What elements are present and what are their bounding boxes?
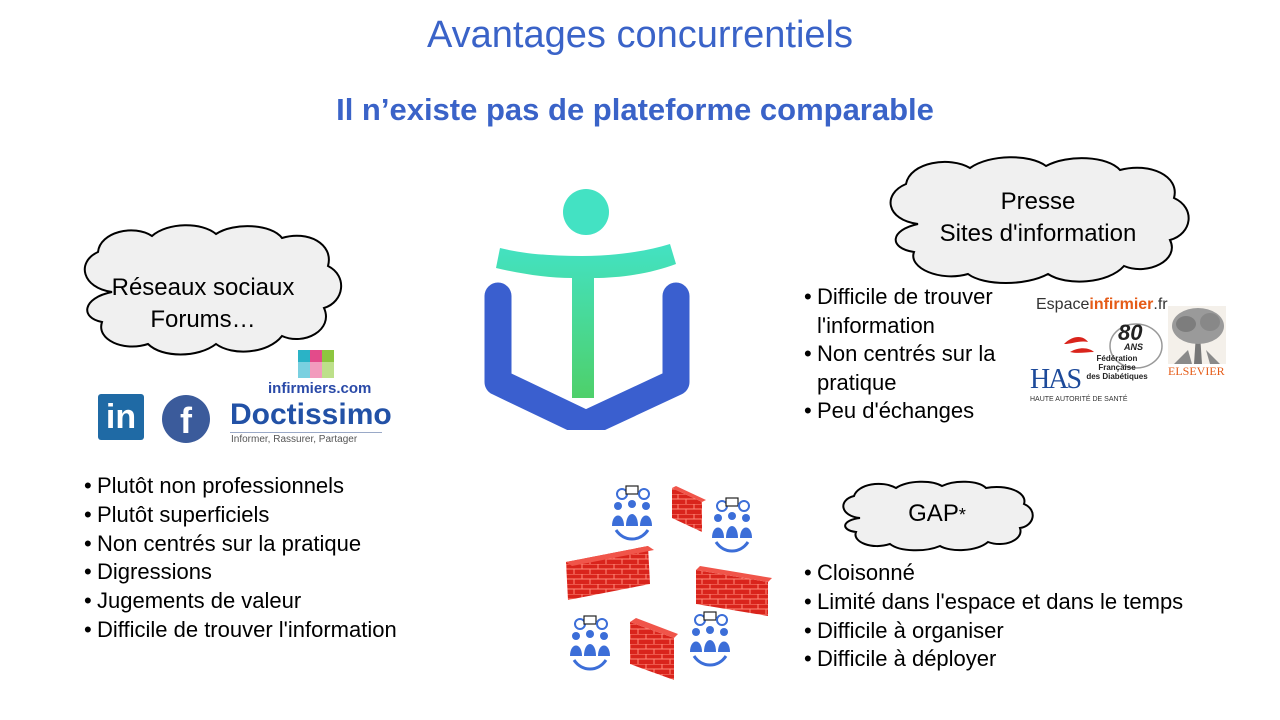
infirmiers-logo: infirmiers.com	[268, 380, 372, 397]
gap-marker: *	[958, 505, 966, 525]
list-item-continuation-text: pratique	[817, 369, 897, 395]
doctissimo-tagline: Informer, Rassurer, Partager	[231, 434, 358, 445]
cloud-right-text: Presse Sites d'information	[888, 186, 1188, 250]
espaceinfirmier-logo: Espaceinfirmier.fr	[1036, 296, 1168, 314]
brick-wall-icon	[566, 546, 654, 600]
cloud-left-line1: Réseaux sociaux	[111, 274, 295, 301]
brick-wall-icon	[696, 566, 772, 616]
facebook-icon: f	[162, 395, 210, 443]
cloud-left-line2: Forums…	[150, 306, 256, 333]
list-item: Non centrés sur la	[804, 340, 996, 369]
list-item: Non centrés sur la pratique	[84, 530, 397, 559]
ffd-ans: ANS	[1124, 342, 1144, 352]
infirmier-word: infirmier	[1089, 296, 1154, 313]
list-item: Cloisonné	[804, 559, 1183, 588]
ffd-name-line2: des Diabétiques	[1086, 372, 1148, 381]
espace-word: Espace	[1036, 296, 1090, 313]
ffd-number: 80	[1118, 320, 1143, 345]
list-item-continuation-text: l'information	[817, 312, 935, 338]
has-fullname: HAUTE AUTORITÉ DE SANTÉ	[1030, 396, 1128, 403]
facebook-icon-label: f	[180, 400, 192, 441]
list-item: Plutôt non professionnels	[84, 472, 397, 501]
list-item: Peu d'échanges	[804, 397, 996, 426]
fr-word: .fr	[1153, 296, 1168, 313]
platform-logo-icon	[484, 189, 690, 430]
cloud-shape-gap	[842, 480, 1034, 552]
linkedin-icon: in	[98, 394, 144, 440]
team-meeting-icon	[710, 496, 754, 553]
list-item: Jugements de valeur	[84, 587, 397, 616]
cloud-right-line2: Sites d'information	[939, 220, 1137, 247]
list-item-continuation: pratique	[804, 369, 996, 398]
linkedin-icon-label: in	[105, 398, 137, 436]
brick-wall-icon	[630, 618, 678, 680]
list-item-continuation: l'information	[804, 312, 996, 341]
doctissimo-divider	[230, 432, 382, 433]
infirmiers-logo-icon	[298, 350, 334, 378]
gap-bullet-list: Cloisonné Limité dans l'espace et dans l…	[804, 559, 1183, 674]
cloud-gap-text: GAP*	[836, 498, 1038, 531]
page-subtitle: Il n’existe pas de plateforme comparable	[336, 92, 934, 127]
cloud-shape-right	[889, 156, 1190, 284]
brick-wall-icon	[672, 486, 706, 532]
ffd-name-line1: Fédération Française	[1096, 354, 1138, 372]
team-meeting-icon	[568, 614, 612, 671]
list-item: Difficile de trouver	[804, 283, 996, 312]
cloud-left-text: Réseaux sociaux Forums…	[72, 272, 334, 336]
cloud-right-line1: Presse	[1000, 188, 1076, 215]
ffd-logo-icon	[1064, 323, 1163, 369]
list-item: Difficile à déployer	[804, 645, 1183, 674]
list-item: Digressions	[84, 558, 397, 587]
cloud-shape-left	[83, 224, 343, 356]
elsevier-logo: ELSEVIER	[1168, 364, 1225, 378]
gap-label: GAP	[908, 500, 959, 527]
team-meeting-icon	[610, 484, 654, 541]
ffd-name: Fédération Française des Diabétiques	[1082, 354, 1152, 381]
list-item: Plutôt superficiels	[84, 501, 397, 530]
list-item: Limité dans l'espace et dans le temps	[804, 588, 1183, 617]
team-meeting-icon	[688, 610, 732, 667]
list-item: Difficile de trouver l'information	[84, 616, 397, 645]
list-item: Difficile à organiser	[804, 617, 1183, 646]
page-title: Avantages concurrentiels	[427, 14, 853, 56]
has-logo: HAS	[1030, 364, 1082, 395]
silo-illustration	[566, 484, 772, 680]
right-bullet-list: Difficile de trouver l'information Non c…	[804, 283, 996, 426]
elsevier-tree-icon	[1168, 306, 1226, 364]
doctissimo-logo: Doctissimo	[230, 398, 392, 431]
left-bullet-list: Plutôt non professionnels Plutôt superfi…	[84, 472, 397, 645]
